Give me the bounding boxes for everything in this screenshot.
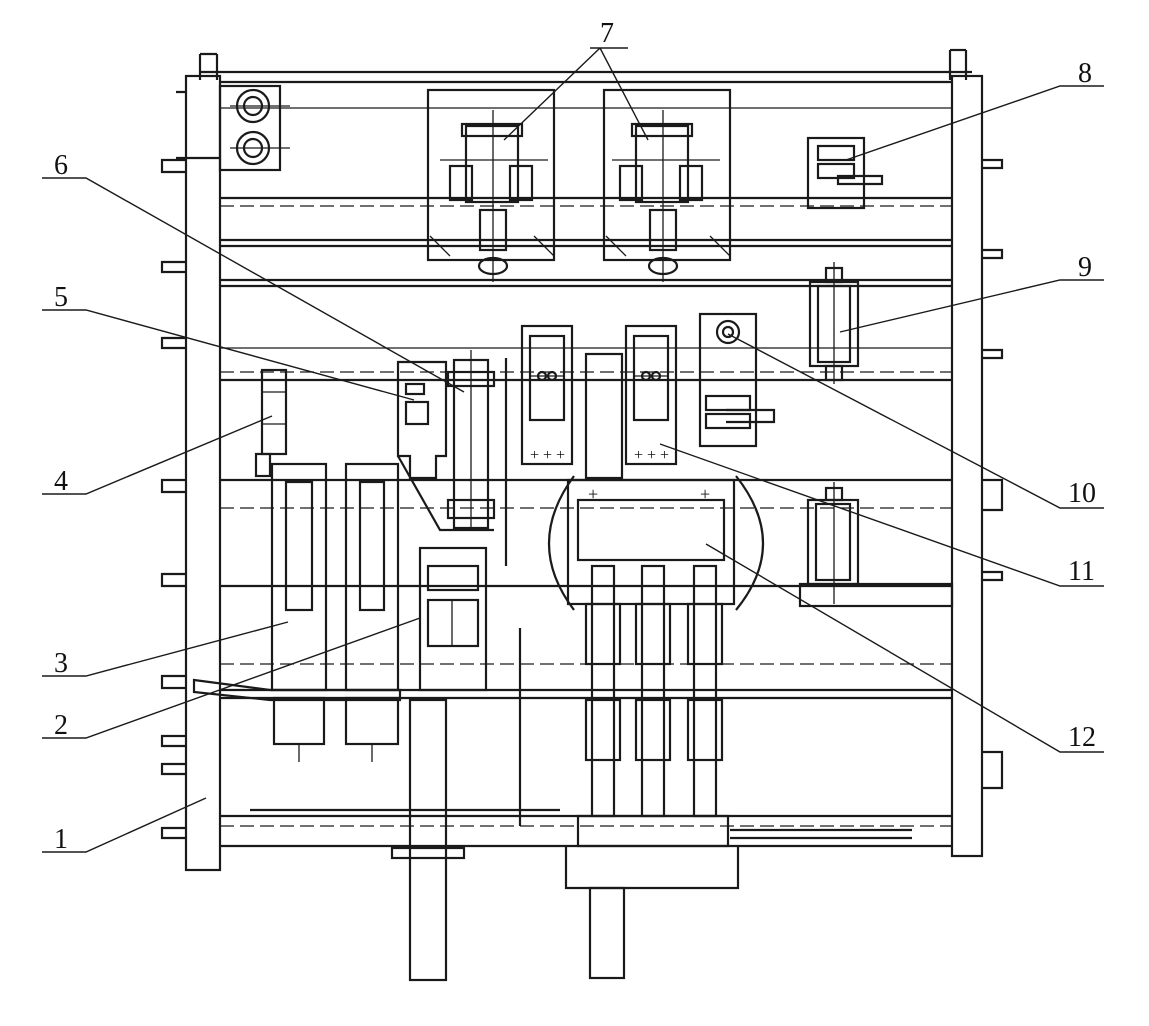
callout-10: 10 <box>1068 478 1096 509</box>
vertical-tube <box>446 350 508 566</box>
right-lower-cylinder <box>798 482 954 608</box>
middle-right-switch <box>698 312 776 448</box>
callout-labels: 1 2 3 4 5 6 7 8 9 10 11 12 <box>54 18 1096 855</box>
contact-block-right: + + + <box>624 324 678 466</box>
lever-arm <box>192 678 402 702</box>
control-unit <box>396 360 494 532</box>
callout-7: 7 <box>600 18 614 49</box>
callout-5: 5 <box>54 282 68 313</box>
small-left-bracket <box>254 368 288 478</box>
central-body: + + <box>548 475 764 611</box>
leader-lines <box>42 47 1104 853</box>
top-actuator-right <box>602 88 732 282</box>
bottom-base <box>564 814 912 980</box>
callout-4: 4 <box>54 466 68 497</box>
callout-11: 11 <box>1068 556 1095 587</box>
svg-text:+ + +: + + + <box>634 447 669 464</box>
tall-cylinder-right <box>344 462 400 762</box>
top-right-switch <box>806 136 884 210</box>
callout-8: 8 <box>1078 58 1092 89</box>
callout-3: 3 <box>54 648 68 679</box>
contact-block-left: + + + <box>520 324 574 466</box>
top-actuator-left <box>426 88 556 282</box>
callout-2: 2 <box>54 710 68 741</box>
center-post <box>584 352 624 480</box>
callout-1: 1 <box>54 824 68 855</box>
bottom-shaft <box>390 698 466 982</box>
middle-box <box>418 546 522 826</box>
svg-text:+: + <box>588 484 598 504</box>
svg-text:+ + +: + + + <box>530 447 565 464</box>
svg-text:+: + <box>700 484 710 504</box>
callout-9: 9 <box>1078 252 1092 283</box>
cabinet-frame <box>160 48 1004 872</box>
top-left-sockets <box>176 84 290 172</box>
right-upper-cylinder <box>808 262 860 384</box>
callout-6: 6 <box>54 150 68 181</box>
callout-12: 12 <box>1068 722 1096 753</box>
tall-cylinder-left <box>270 462 328 762</box>
